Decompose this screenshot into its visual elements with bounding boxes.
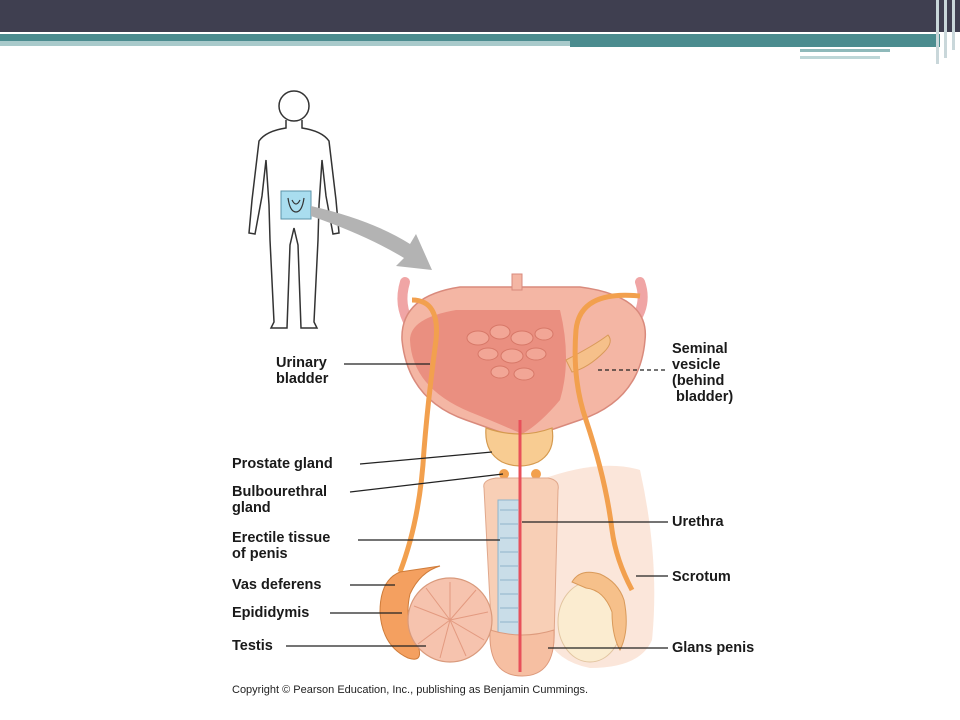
label-seminal-line3: (behind xyxy=(672,373,725,389)
label-vas-deferens: Vas deferens xyxy=(232,577,322,593)
decor-bar xyxy=(952,0,955,50)
label-erectile-line1: Erectile tissue xyxy=(232,530,331,546)
label-prostate-gland: Prostate gland xyxy=(232,456,333,472)
label-seminal-line4: bladder) xyxy=(676,389,734,405)
label-bulbourethral-line1: Bulbourethral xyxy=(232,484,328,500)
decor-bar xyxy=(944,0,947,58)
label-urinary-bladder: Urinary bladder xyxy=(276,355,328,387)
accent-band xyxy=(0,34,940,41)
accent-band-light xyxy=(0,41,570,46)
mini-organ-icon xyxy=(287,197,305,213)
label-urinary-bladder-line1: Urinary xyxy=(276,355,327,371)
label-urinary-bladder-line2: bladder xyxy=(276,371,329,387)
label-seminal-line1: Seminal xyxy=(672,341,728,357)
glans-penis xyxy=(489,629,555,677)
vas-deferens-right xyxy=(572,292,641,592)
label-bulbourethral-line2: gland xyxy=(232,500,271,516)
epididymis xyxy=(379,565,441,660)
epididymis-right xyxy=(571,571,627,652)
highlight-box xyxy=(280,190,312,220)
zoom-arrow xyxy=(311,206,432,270)
body-outline-figure xyxy=(248,90,340,329)
label-scrotum: Scrotum xyxy=(672,569,731,585)
accent-band-right xyxy=(570,41,940,47)
accent-line xyxy=(800,49,890,52)
label-urethra: Urethra xyxy=(672,514,724,530)
label-seminal-vesicle: Seminal vesicle (behind bladder) xyxy=(672,341,733,405)
erectile-tissue xyxy=(497,499,521,647)
slide-title-bar xyxy=(0,0,960,32)
label-erectile-tissue: Erectile tissue of penis xyxy=(232,530,330,562)
accent-line xyxy=(800,56,880,59)
label-bulbourethral-gland: Bulbourethral gland xyxy=(232,484,327,516)
label-testis: Testis xyxy=(232,638,273,654)
vas-deferens-left xyxy=(397,297,439,573)
label-erectile-line2: of penis xyxy=(232,546,288,562)
label-seminal-line2: vesicle xyxy=(672,357,721,373)
copyright-notice: Copyright © Pearson Education, Inc., pub… xyxy=(232,684,589,696)
label-glans-penis: Glans penis xyxy=(672,640,755,656)
bulbourethral-gland xyxy=(499,469,509,479)
label-epididymis: Epididymis xyxy=(232,605,310,621)
decor-bar xyxy=(936,0,939,64)
